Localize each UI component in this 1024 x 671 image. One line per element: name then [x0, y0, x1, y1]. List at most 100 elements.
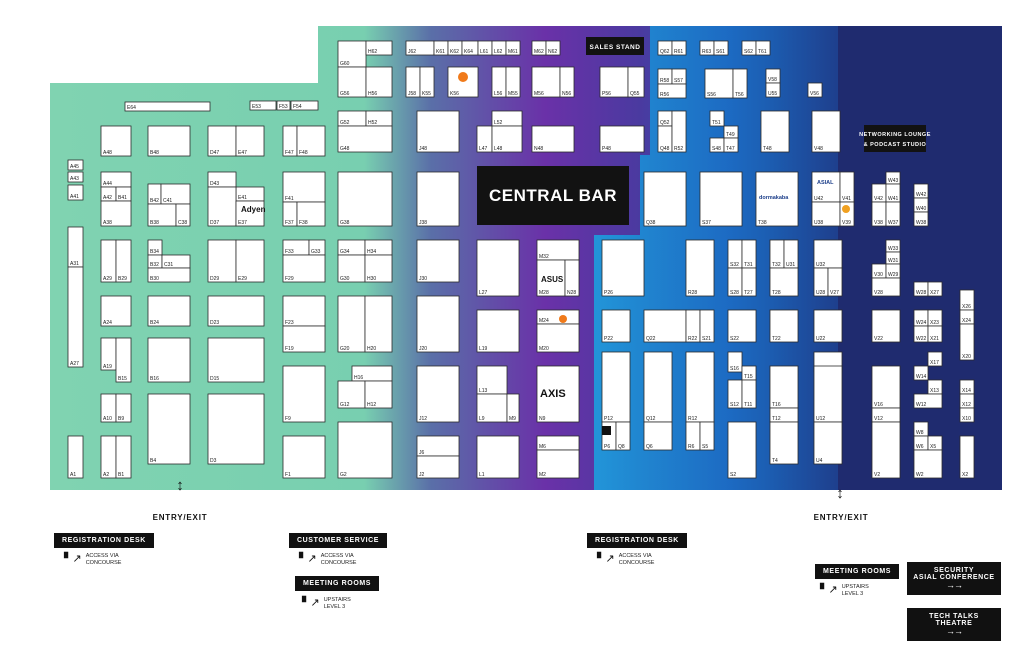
booth-d3[interactable] [207, 393, 265, 465]
booth-w12[interactable] [913, 393, 943, 409]
booth-n48[interactable] [531, 125, 575, 153]
booth-g2[interactable] [337, 421, 393, 479]
booth-h56[interactable] [365, 66, 393, 98]
booth-n56[interactable] [559, 66, 575, 98]
booth-m55[interactable] [505, 66, 521, 98]
booth-s21[interactable] [699, 309, 715, 343]
entry-exit-right[interactable]: ENTRY/EXIT [813, 513, 869, 522]
booth-q6[interactable] [643, 421, 673, 451]
booth-b4[interactable] [147, 393, 191, 465]
booth-m9[interactable] [506, 393, 520, 423]
booth-x21[interactable] [927, 325, 943, 343]
tech-talks-theatre[interactable]: TECH TALKS THEATRE →→ [907, 608, 1001, 641]
booth-h20[interactable] [364, 295, 393, 353]
booth-t47[interactable] [723, 137, 739, 153]
booth-t48[interactable] [760, 110, 790, 153]
booth-g60[interactable] [337, 40, 367, 68]
booth-s16[interactable] [727, 351, 743, 373]
booth-b24[interactable] [147, 295, 191, 327]
booth-s22[interactable] [727, 309, 757, 343]
booth-q38[interactable] [643, 171, 687, 227]
booth-p22[interactable] [601, 309, 631, 343]
booth-b1[interactable] [115, 435, 132, 479]
booth-g48[interactable] [337, 125, 393, 153]
booth-g12[interactable] [337, 380, 366, 409]
booth-d23[interactable] [207, 295, 265, 327]
booth-x20[interactable] [959, 323, 975, 361]
booth-b30[interactable] [147, 267, 191, 283]
booth-w2[interactable] [913, 449, 943, 479]
booth-j38[interactable] [416, 171, 460, 227]
booth-g20[interactable] [337, 295, 366, 353]
booth-x10[interactable] [959, 407, 975, 423]
booth-j12[interactable] [416, 365, 460, 423]
booth-f48[interactable] [296, 125, 326, 157]
booth-v56[interactable] [807, 82, 823, 98]
booth-r56[interactable] [657, 83, 687, 99]
sales-stand[interactable] [586, 37, 644, 55]
booth-v22[interactable] [871, 309, 901, 343]
booth-u55[interactable] [765, 82, 781, 98]
booth-b9[interactable] [115, 393, 132, 423]
central-bar[interactable] [477, 166, 629, 225]
booth-e37[interactable] [235, 200, 265, 227]
booth-p56[interactable] [599, 66, 629, 98]
booth-w37[interactable] [885, 201, 901, 227]
booth-x2[interactable] [959, 435, 975, 479]
booth-u4[interactable] [813, 421, 843, 465]
booth-v27[interactable] [827, 267, 843, 297]
registration-desk-1[interactable]: REGISTRATION DESK [54, 533, 154, 548]
booth-a43[interactable] [67, 171, 84, 183]
customer-service[interactable]: CUSTOMER SERVICE [289, 533, 388, 548]
booth-v28[interactable] [871, 277, 901, 297]
booth-v48[interactable] [811, 110, 841, 153]
booth-t28[interactable] [769, 267, 799, 297]
booth-q8[interactable] [615, 421, 631, 451]
booth-r12[interactable] [685, 351, 715, 423]
booth-l48[interactable] [491, 125, 523, 153]
security-asial-conference[interactable]: SECURITY ASIAL CONFERENCE →→ [907, 562, 1001, 595]
booth-u22[interactable] [813, 309, 843, 343]
booth-x27[interactable] [927, 281, 943, 297]
booth-a24[interactable] [100, 295, 132, 327]
booth-t56[interactable] [732, 68, 748, 99]
booth-s5[interactable] [699, 421, 715, 451]
booth-a27[interactable] [67, 266, 84, 368]
meeting-rooms-2[interactable]: MEETING ROOMS [815, 564, 900, 579]
booth-m56[interactable] [531, 66, 561, 98]
booth-n62[interactable] [545, 40, 561, 56]
booth-j48[interactable] [416, 110, 460, 153]
booth-g38[interactable] [337, 171, 393, 227]
booth-a1[interactable] [67, 435, 84, 479]
booth-r61[interactable] [671, 40, 687, 56]
booth-p12[interactable] [601, 351, 631, 423]
networking-lounge[interactable] [864, 125, 926, 152]
booth-p48[interactable] [599, 125, 645, 153]
meeting-rooms-1[interactable]: MEETING ROOMS [295, 576, 380, 591]
booth-j2[interactable] [416, 455, 460, 479]
booth-s37[interactable] [699, 171, 743, 227]
booth-t51[interactable] [709, 110, 725, 127]
booth-e53[interactable] [249, 100, 277, 111]
booth-f41[interactable] [282, 171, 326, 203]
booth-j30[interactable] [416, 239, 460, 283]
booth-a48[interactable] [100, 125, 132, 157]
booth-h62[interactable] [365, 40, 393, 56]
booth-e64[interactable] [124, 101, 211, 112]
booth-n28[interactable] [564, 259, 580, 297]
booth-t38[interactable] [755, 171, 799, 227]
booth-a41[interactable] [67, 184, 84, 201]
booth-f53[interactable] [276, 100, 291, 111]
booth-t27[interactable] [741, 267, 757, 297]
booth-m2[interactable] [536, 449, 580, 479]
booth-t61[interactable] [755, 40, 771, 56]
booth-m61[interactable] [505, 40, 521, 56]
booth-s2[interactable] [727, 421, 757, 479]
booth-u12[interactable] [813, 365, 843, 423]
booth-k55[interactable] [419, 66, 435, 98]
booth-j20[interactable] [416, 295, 460, 353]
booth-l1[interactable] [476, 435, 520, 479]
booth-d37[interactable] [207, 186, 237, 227]
booth-b29[interactable] [115, 239, 132, 283]
booth-t16[interactable] [769, 365, 799, 409]
